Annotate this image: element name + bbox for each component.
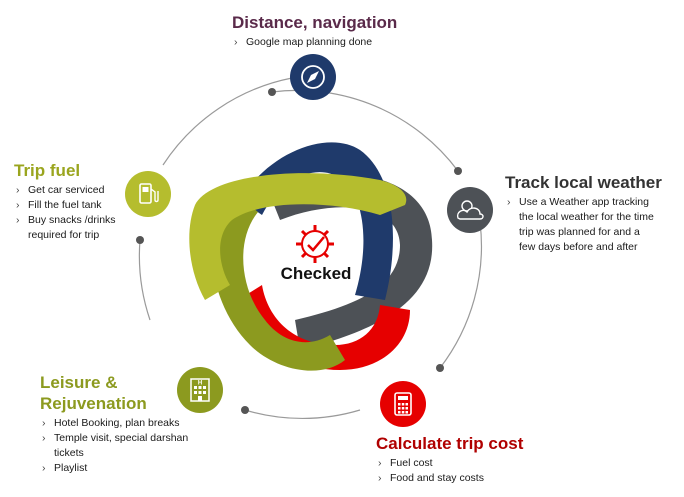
node-weather: Track local weather Use a Weather app tr… (505, 172, 675, 255)
loop-olive (211, 190, 345, 371)
list-item: Fuel cost (376, 456, 523, 471)
node-items: Use a Weather app tracking the local wea… (505, 195, 655, 255)
node-distance: Distance, navigation Google map planning… (232, 12, 397, 50)
loop-lime (189, 173, 407, 300)
node-fuel: Trip fuel Get car serviced Fill the fuel… (14, 160, 132, 243)
node-items: Hotel Booking, plan breaks Temple visit,… (40, 416, 190, 476)
node-title-line2: Rejuvenation (40, 394, 147, 413)
list-item: Buy snacks /drinks required for trip (14, 213, 132, 243)
list-item: Fill the fuel tank (14, 198, 132, 213)
node-items: Fuel cost Food and stay costs (376, 456, 523, 486)
fuel-pump-icon (125, 171, 171, 217)
list-item: Food and stay costs (376, 471, 523, 486)
compass-icon (290, 54, 336, 100)
node-items: Google map planning done (232, 35, 397, 50)
list-item: Google map planning done (232, 35, 397, 50)
list-item: Hotel Booking, plan breaks (40, 416, 190, 431)
list-item: Use a Weather app tracking the local wea… (505, 195, 655, 255)
node-title: Distance, navigation (232, 13, 398, 32)
node-leisure: Leisure & Rejuvenation Hotel Booking, pl… (40, 372, 190, 476)
node-title: Trip fuel (14, 161, 81, 180)
ring-dots (136, 88, 462, 414)
list-item: Playlist (40, 461, 190, 476)
cloud-sun-icon (447, 187, 493, 233)
node-title: Calculate trip cost (376, 434, 524, 453)
svg-text:H: H (198, 381, 202, 387)
outer-ring (138, 77, 483, 420)
list-item: Get car serviced (14, 183, 132, 198)
node-cost: Calculate trip cost Fuel cost Food and s… (376, 433, 523, 486)
list-item: Temple visit, special darshan tickets (40, 431, 190, 461)
node-title-line1: Leisure & (40, 373, 118, 392)
node-items: Get car serviced Fill the fuel tank Buy … (14, 183, 132, 243)
center-label: Checked (280, 264, 352, 283)
interlocking-loops (189, 142, 433, 371)
hotel-icon: H (177, 367, 223, 413)
gear-check-icon (296, 225, 334, 263)
calculator-icon (380, 381, 426, 427)
node-title: Track local weather (505, 173, 662, 192)
